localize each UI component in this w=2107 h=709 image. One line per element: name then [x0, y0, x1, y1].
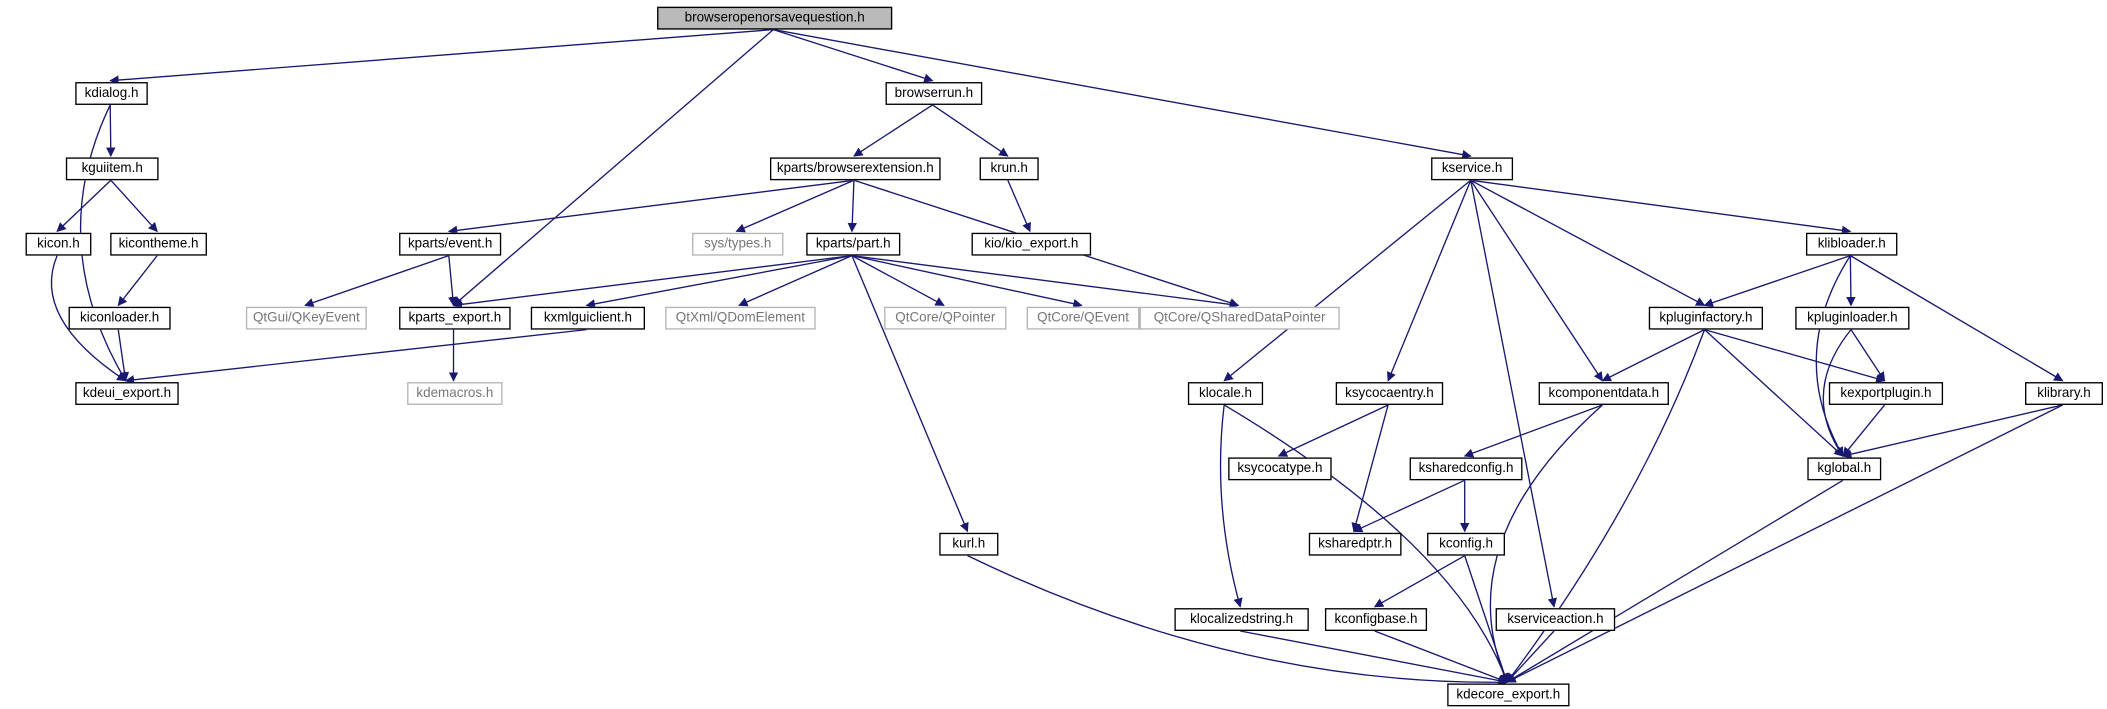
node-kicontheme[interactable]: kicontheme.h — [110, 232, 207, 256]
node-part[interactable]: kparts/part.h — [806, 232, 901, 256]
node-qevent: QtCore/QEvent — [1026, 306, 1140, 330]
node-qkeyevent: QtGui/QKeyEvent — [245, 306, 367, 330]
node-ksycocatype[interactable]: ksycocatype.h — [1228, 457, 1332, 481]
node-ksharedconfig[interactable]: ksharedconfig.h — [1409, 457, 1523, 481]
node-kdialog[interactable]: kdialog.h — [75, 82, 148, 105]
node-krun[interactable]: krun.h — [979, 157, 1039, 181]
node-kpluginloader[interactable]: kpluginloader.h — [1795, 306, 1910, 330]
node-kdemacros: kdemacros.h — [407, 382, 503, 405]
node-browserrun[interactable]: browserrun.h — [885, 82, 983, 105]
node-kio_export[interactable]: kio/kio_export.h — [971, 232, 1092, 256]
node-klocalizedstring[interactable]: klocalizedstring.h — [1174, 608, 1309, 631]
node-kglobal[interactable]: kglobal.h — [1807, 457, 1882, 481]
node-kdeui_export[interactable]: kdeui_export.h — [75, 382, 179, 405]
node-kurl[interactable]: kurl.h — [939, 532, 999, 556]
node-ksycocaentry[interactable]: ksycocaentry.h — [1335, 382, 1444, 405]
node-kxmlguiclient[interactable]: kxmlguiclient.h — [530, 306, 645, 330]
node-klocale[interactable]: klocale.h — [1187, 382, 1264, 405]
node-klibrary[interactable]: klibrary.h — [2025, 382, 2103, 405]
node-kdecore[interactable]: kdecore_export.h — [1447, 683, 1570, 707]
node-klibloader[interactable]: klibloader.h — [1806, 232, 1898, 256]
node-event[interactable]: kparts/event.h — [399, 232, 502, 256]
node-kicon[interactable]: kicon.h — [25, 232, 92, 256]
node-kconfigbase[interactable]: kconfigbase.h — [1324, 608, 1428, 631]
node-browserextension[interactable]: kparts/browserextension.h — [769, 157, 941, 181]
node-kguiitem[interactable]: kguiitem.h — [65, 157, 159, 181]
node-sys_types: sys/types.h — [692, 232, 784, 256]
node-kexportplugin[interactable]: kexportplugin.h — [1828, 382, 1944, 405]
node-qdomelement: QtXml/QDomElement — [665, 306, 816, 330]
node-kpluginfactory[interactable]: kpluginfactory.h — [1648, 306, 1763, 330]
node-kiconloader[interactable]: kiconloader.h — [68, 306, 171, 330]
node-qshareddata: QtCore/QSharedDataPointer — [1139, 306, 1340, 330]
node-kserviceaction[interactable]: kserviceaction.h — [1495, 608, 1616, 631]
node-kservice[interactable]: kservice.h — [1431, 157, 1514, 181]
node-qpointer: QtCore/QPointer — [884, 306, 1007, 330]
node-kcomponentdata[interactable]: kcomponentdata.h — [1538, 382, 1669, 405]
node-kparts_export[interactable]: kparts_export.h — [399, 306, 511, 330]
node-ksharedptr[interactable]: ksharedptr.h — [1308, 532, 1402, 556]
node-kconfig[interactable]: kconfig.h — [1427, 532, 1505, 556]
node-root: browseropenorsavequestion.h — [657, 6, 893, 30]
